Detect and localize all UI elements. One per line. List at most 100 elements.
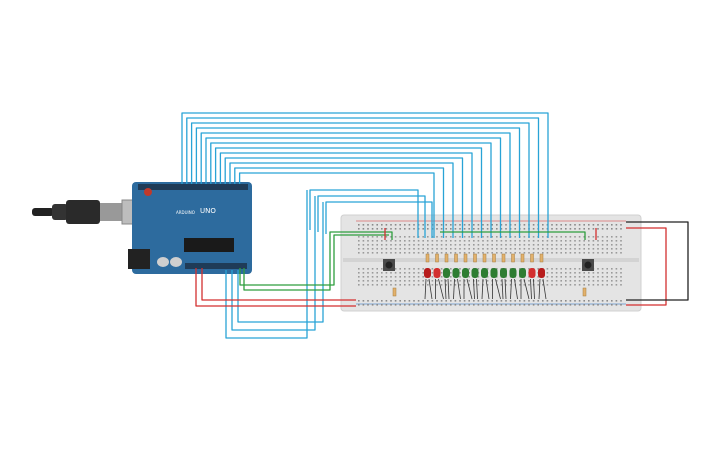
breadboard-hole: [588, 280, 590, 282]
breadboard-hole: [620, 272, 622, 274]
breadboard-hole: [486, 252, 489, 254]
breadboard-hole: [399, 272, 401, 274]
breadboard-hole: [482, 228, 484, 230]
breadboard-hole: [417, 276, 420, 278]
led-leg: [476, 278, 478, 300]
breadboard-hole: [509, 252, 512, 254]
breadboard-hole: [491, 300, 493, 302]
breadboard-hole: [463, 236, 466, 238]
breadboard-hole: [496, 248, 498, 250]
breadboard-hole: [537, 280, 539, 282]
breadboard-hole: [592, 240, 595, 242]
breadboard-hole: [601, 248, 604, 250]
breadboard-hole: [463, 224, 466, 226]
led: [462, 268, 469, 278]
breadboard-hole: [440, 244, 443, 246]
led: [519, 268, 526, 278]
breadboard-hole: [542, 240, 544, 242]
breadboard-hole: [597, 252, 599, 254]
breadboard-hole: [565, 272, 567, 274]
breadboard-hole: [551, 248, 553, 250]
breadboard-hole: [542, 248, 544, 250]
breadboard-hole: [615, 240, 618, 242]
board-brand: ARDUINO: [176, 210, 195, 215]
breadboard-hole: [431, 248, 434, 250]
breadboard-hole: [371, 304, 374, 306]
led-leg: [523, 278, 530, 300]
breadboard-hole: [597, 280, 599, 282]
breadboard-hole: [445, 240, 447, 242]
breadboard-hole: [358, 228, 360, 230]
breadboard-hole: [408, 280, 411, 282]
breadboard-hole: [532, 252, 535, 254]
breadboard-hole: [362, 300, 365, 302]
breadboard-hole: [468, 240, 470, 242]
breadboard-hole: [500, 244, 503, 246]
led-legs: [424, 278, 547, 300]
breadboard-hole: [473, 300, 475, 302]
breadboard-hole: [463, 240, 466, 242]
breadboard-hole: [542, 228, 544, 230]
breadboard-hole: [358, 268, 360, 270]
breadboard-hole: [560, 280, 562, 282]
breadboard-hole: [468, 236, 470, 238]
breadboard-hole: [468, 224, 470, 226]
breadboard-hole: [431, 284, 434, 286]
breadboard-hole: [583, 276, 585, 278]
breadboard-hole: [505, 240, 507, 242]
breadboard-hole: [362, 244, 365, 246]
breadboard-hole: [560, 268, 562, 270]
breadboard-hole: [376, 276, 378, 278]
breadboard-hole: [473, 228, 475, 230]
breadboard-hole: [592, 304, 595, 306]
breadboard-hole: [611, 244, 613, 246]
breadboard-hole: [611, 252, 613, 254]
breadboard-hole: [523, 240, 526, 242]
signal-wire: [224, 157, 464, 238]
pushbutton-left[interactable]: [383, 259, 395, 271]
breadboard-hole: [592, 228, 595, 230]
breadboard-hole: [358, 276, 360, 278]
breadboard-hole: [413, 276, 415, 278]
breadboard-hole: [578, 240, 581, 242]
breadboard-hole: [546, 300, 549, 302]
breadboard-hole: [385, 228, 388, 230]
breadboard-hole: [390, 224, 392, 226]
breadboard-hole: [358, 300, 360, 302]
breadboard-hole: [583, 236, 585, 238]
breadboard-hole: [399, 228, 401, 230]
arduino-board[interactable]: UNO ARDUINO: [128, 182, 252, 274]
breadboard-hole: [551, 236, 553, 238]
reset-button[interactable]: [144, 188, 152, 196]
breadboard-hole: [422, 236, 424, 238]
signal-wire: [219, 152, 473, 238]
breadboard-hole: [362, 236, 365, 238]
breadboard-hole: [427, 284, 429, 286]
led-leg: [542, 278, 547, 300]
breadboard-hole: [440, 272, 443, 274]
breadboard-hole: [440, 240, 443, 242]
breadboard-hole: [606, 304, 608, 306]
breadboard-hole: [381, 244, 383, 246]
breadboard-hole: [399, 224, 401, 226]
breadboard-hole: [583, 304, 585, 306]
breadboard-hole: [611, 248, 613, 250]
breadboard-hole: [491, 252, 493, 254]
breadboard-hole: [381, 268, 383, 270]
breadboard-hole: [440, 276, 443, 278]
breadboard-hole: [390, 304, 392, 306]
breadboard-hole: [422, 268, 424, 270]
breadboard-hole: [404, 224, 406, 226]
breadboard-hole: [606, 300, 608, 302]
breadboard-hole: [620, 300, 622, 302]
led-leg: [457, 278, 461, 300]
breadboard-hole: [440, 280, 443, 282]
breadboard-hole: [385, 224, 388, 226]
breadboard-hole: [413, 252, 415, 254]
breadboard-hole: [597, 272, 599, 274]
breadboard-hole: [537, 284, 539, 286]
pushbutton-right[interactable]: [582, 259, 594, 271]
led: [443, 268, 450, 278]
breadboard-hole: [565, 248, 567, 250]
